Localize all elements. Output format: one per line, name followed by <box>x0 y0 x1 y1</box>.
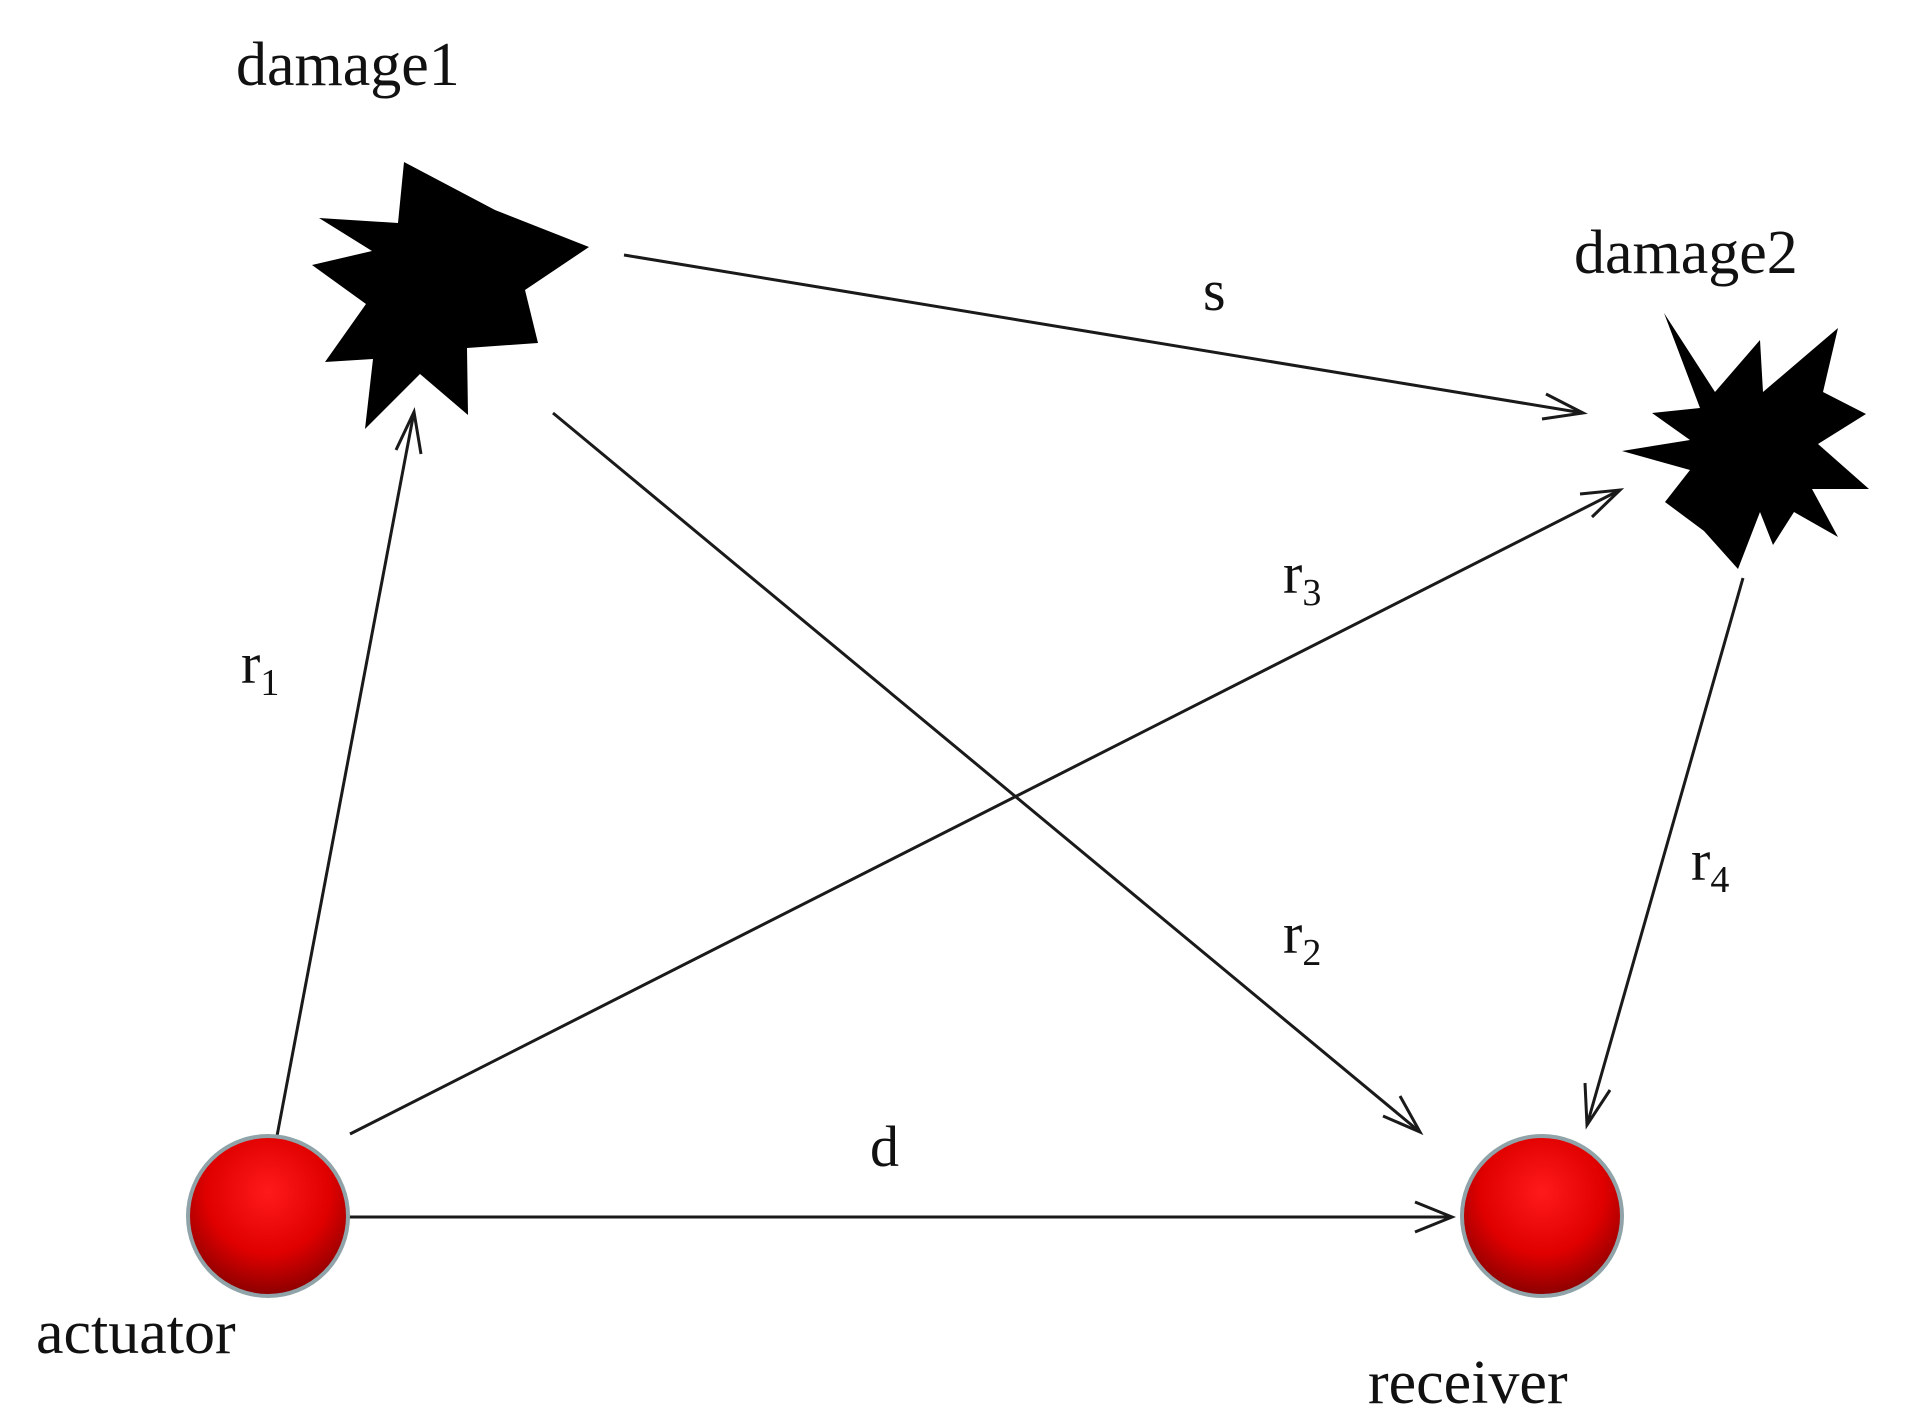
damage2-label: damage2 <box>1574 219 1798 287</box>
edge-r4 <box>1583 577 1745 1130</box>
edge-label-r3-main: r <box>1283 541 1302 606</box>
edge-label-r3-sub: 3 <box>1302 572 1321 614</box>
edge-label-r2-sub: 2 <box>1302 932 1321 974</box>
edge-label-r4-main: r <box>1691 828 1710 893</box>
receiver-label: receiver <box>1368 1349 1568 1417</box>
edge-label-r2: r2 <box>1283 901 1321 974</box>
actuator-label: actuator <box>36 1299 236 1367</box>
actuator-sphere-icon <box>186 1134 350 1298</box>
edge-label-r4: r4 <box>1691 828 1729 901</box>
damage1-label: damage1 <box>236 31 460 99</box>
receiver-sphere-icon <box>1460 1134 1624 1298</box>
damage1-starburst-icon <box>312 162 589 429</box>
edge-r1 <box>275 407 423 1137</box>
edge-label-s: s <box>1203 258 1226 323</box>
edge-label-r1: r1 <box>241 631 279 704</box>
edge-label-d: d <box>870 1114 899 1179</box>
edge-r3 <box>349 488 1625 1136</box>
edge-label-r1-sub: 1 <box>260 662 279 704</box>
edge-label-r1-main: r <box>241 631 260 696</box>
edge-label-r2-main: r <box>1283 901 1302 966</box>
edge-d <box>347 1200 1456 1234</box>
edge-label-s-main: s <box>1203 258 1226 323</box>
edge-label-r3: r3 <box>1283 541 1321 614</box>
edge-label-r4-sub: 4 <box>1710 859 1729 901</box>
damage2-starburst-icon <box>1622 313 1869 569</box>
edge-s <box>623 253 1588 421</box>
edge-label-d-main: d <box>870 1114 899 1179</box>
edge-r2 <box>552 411 1424 1136</box>
